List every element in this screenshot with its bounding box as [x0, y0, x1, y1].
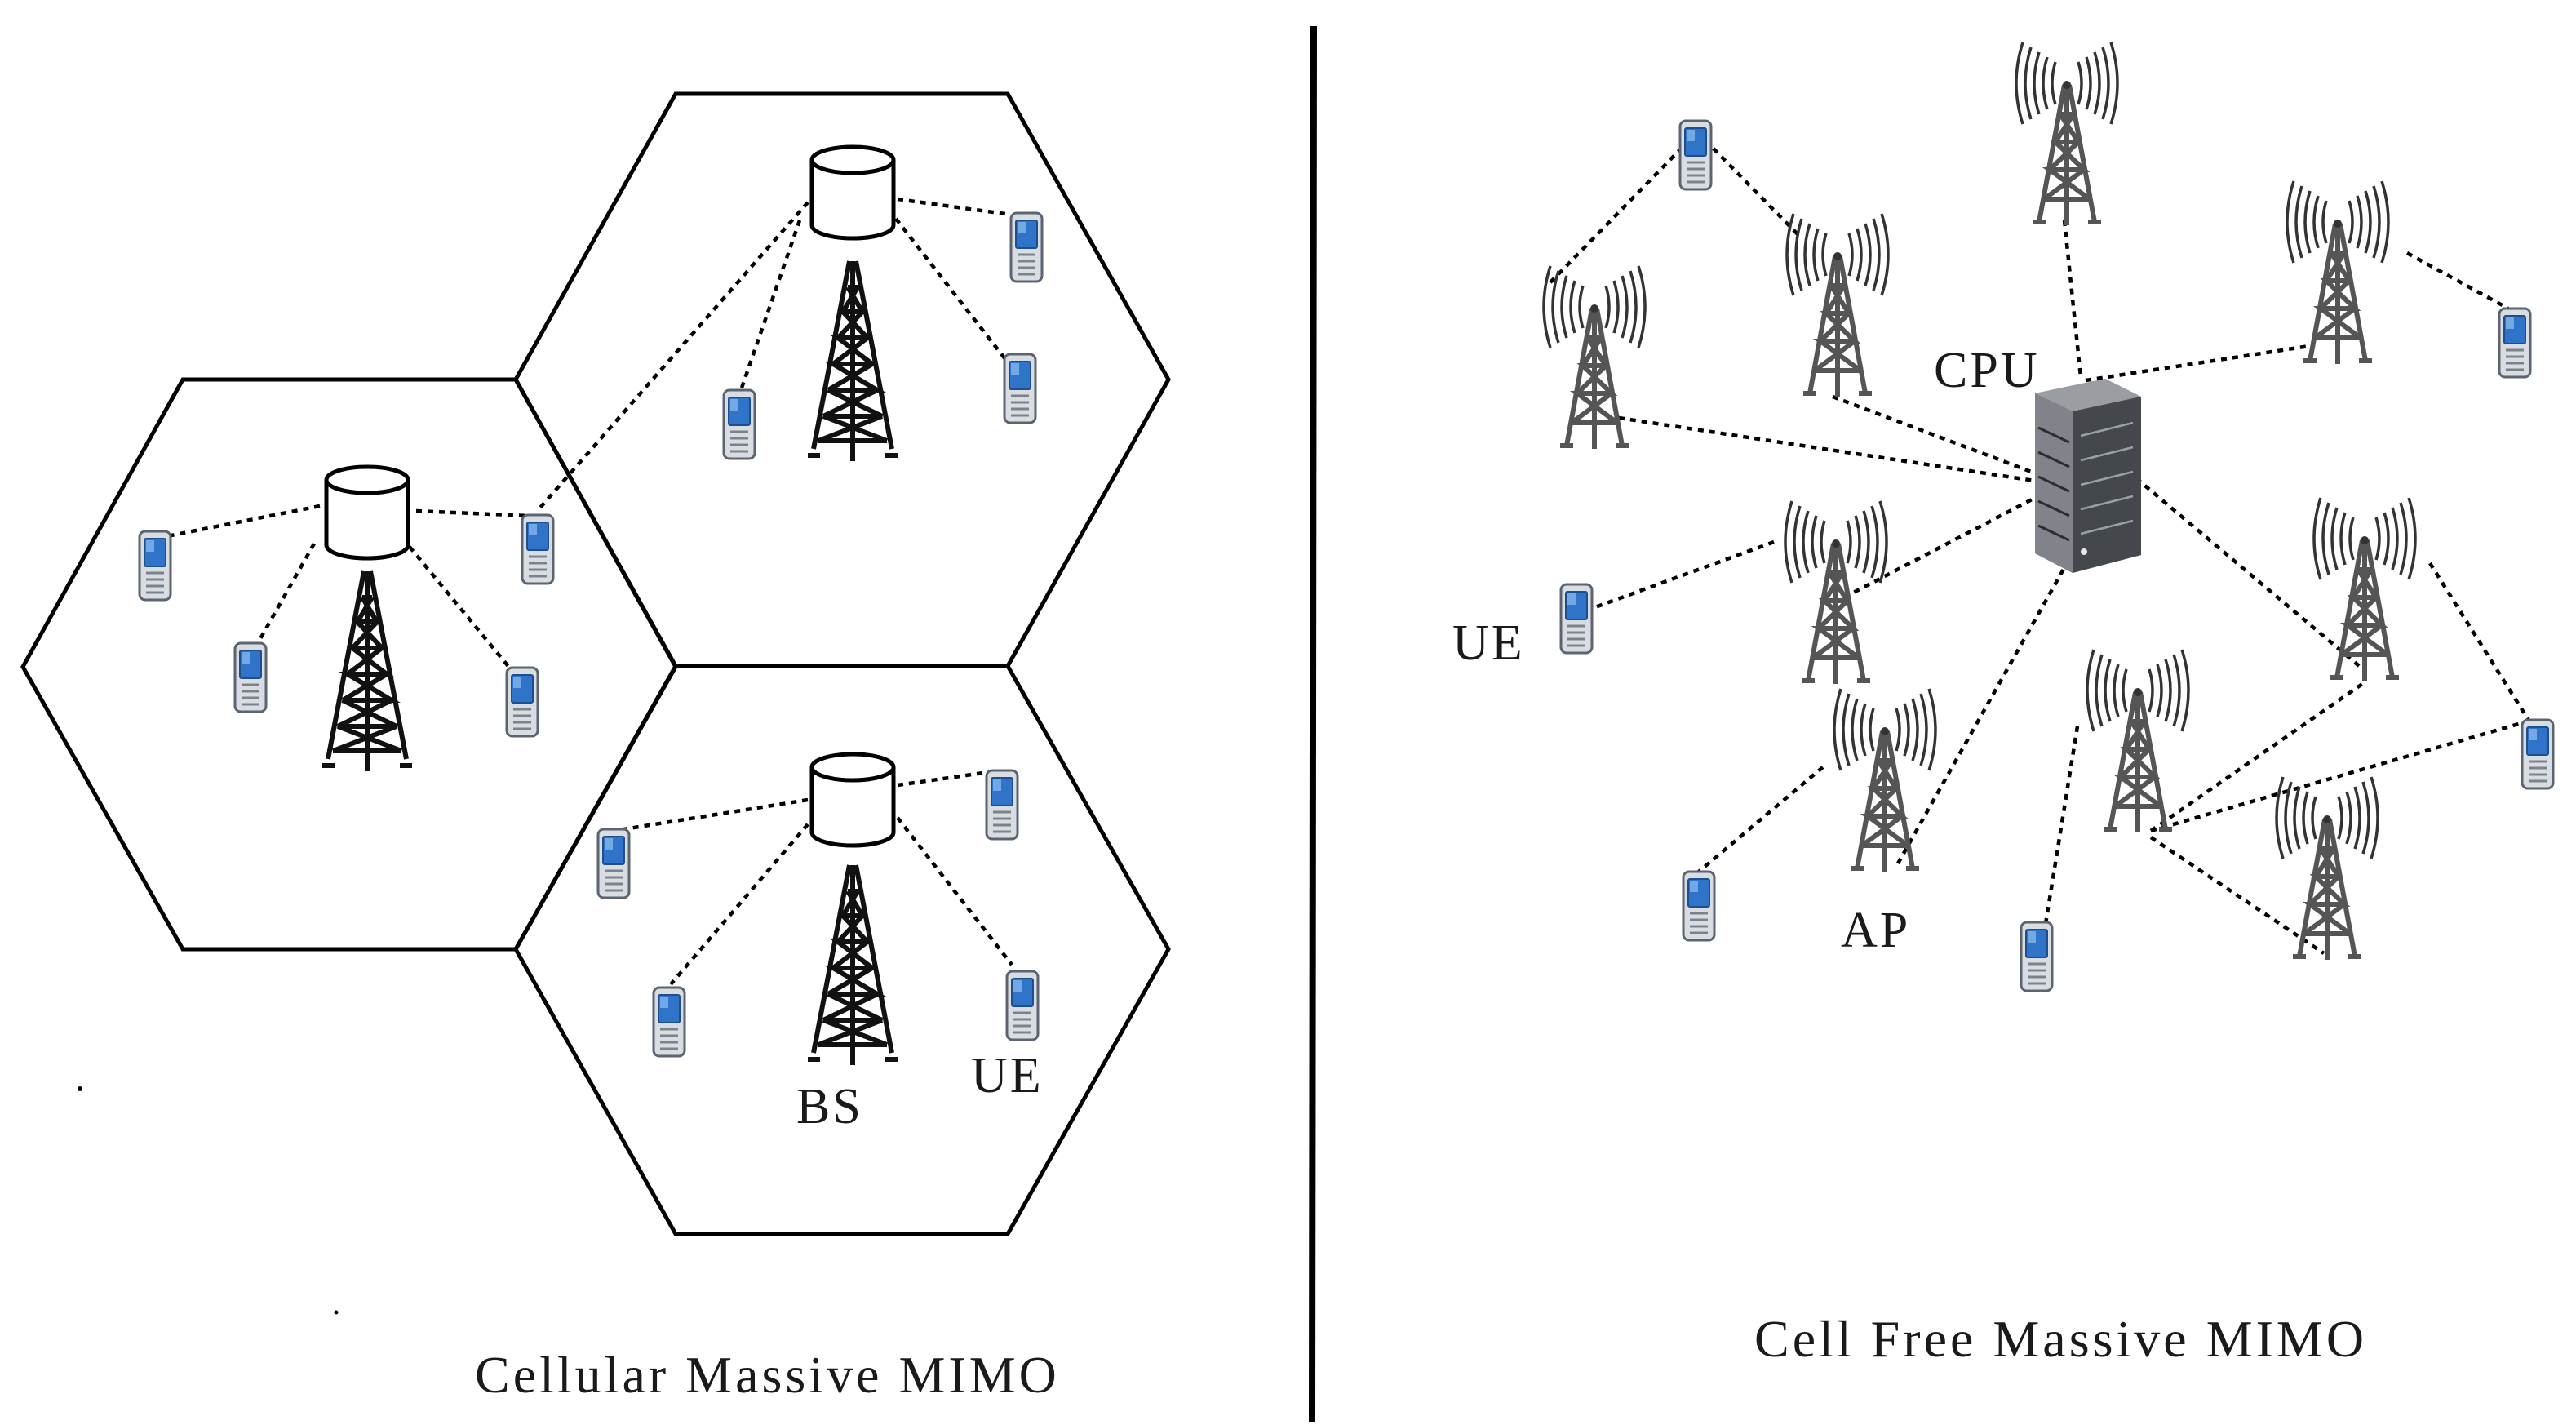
access-point [1544, 266, 1645, 449]
stray-dot [78, 1086, 82, 1091]
access-point [2087, 650, 2188, 832]
base-station-left [322, 467, 412, 771]
cell-free-panel: CPU UE AP Cell Free Massive MIMO [1452, 42, 2555, 1368]
cpu-label: CPU [1934, 343, 2040, 398]
cell-hexagons [20, 91, 1171, 1236]
cellular-caption: Cellular Massive MIMO [475, 1346, 1060, 1404]
access-point [2287, 181, 2388, 364]
cellular-links [171, 197, 1013, 986]
base-station-bottom [808, 754, 898, 1065]
cellular-panel: BS UE Cellular Massive MIMO [20, 91, 1171, 1404]
panel-divider [1309, 25, 1317, 1423]
base-station-top [808, 147, 898, 461]
cell-free-caption: Cell Free Massive MIMO [1754, 1310, 2367, 1368]
cell-free-ue-label: UE [1452, 615, 1525, 671]
access-point [1787, 214, 1888, 397]
stray-dot [334, 1310, 339, 1315]
bs-label: BS [796, 1079, 863, 1134]
cellular-ue-label: UE [971, 1048, 1044, 1103]
access-points [1544, 42, 2415, 960]
access-point [2277, 777, 2378, 960]
cellular-user-equipment [138, 211, 1044, 1058]
access-point [2016, 42, 2117, 225]
cpu-server-icon [2033, 377, 2143, 575]
access-point [1834, 689, 1935, 872]
ap-label: AP [1841, 903, 1910, 958]
hexagon-cell-bottom [513, 664, 1171, 1236]
access-point [1785, 501, 1887, 684]
access-point [2314, 498, 2415, 681]
hexagon-cell-left [20, 377, 678, 952]
cell-free-links [1549, 139, 2531, 955]
